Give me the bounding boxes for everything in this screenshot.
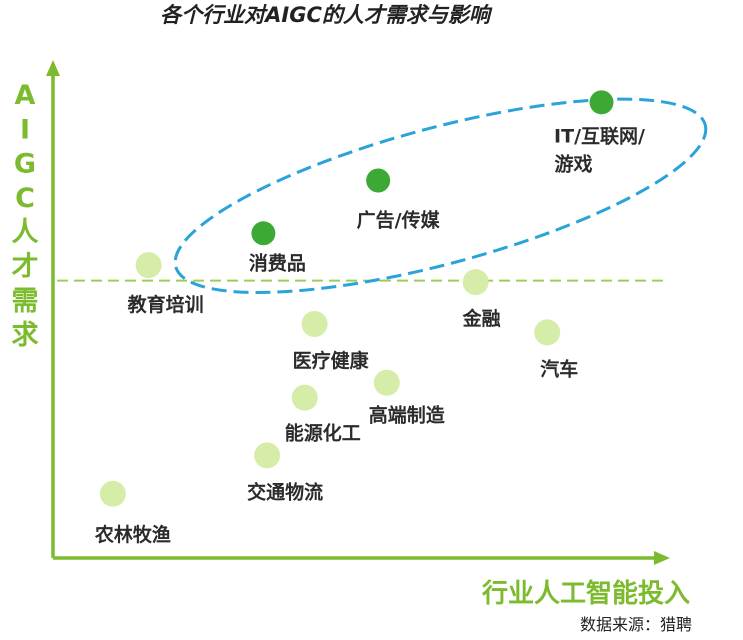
chart-title: 各个行业对AIGC的人才需求与影响 xyxy=(160,3,493,27)
point-label: 能源化工 xyxy=(285,422,361,445)
point-label: 高端制造 xyxy=(369,404,446,427)
point-label: IT/互联网/游戏 xyxy=(554,125,645,175)
y-axis-label-char: 人 xyxy=(12,217,39,248)
data-point xyxy=(301,310,328,337)
data-point xyxy=(99,480,126,507)
data-point xyxy=(135,252,162,279)
data-point xyxy=(291,384,318,411)
data-point xyxy=(589,90,614,115)
point-label: 交通物流 xyxy=(247,480,323,503)
point-label: 消费品 xyxy=(249,251,306,274)
data-point xyxy=(254,442,281,469)
y-axis-label-char: I xyxy=(20,114,30,145)
y-axis-label-char: 求 xyxy=(12,320,39,351)
point-label: 农林牧渔 xyxy=(94,523,171,546)
point-label: 医疗健康 xyxy=(293,349,370,372)
x-axis-arrow xyxy=(654,551,670,565)
source-note: 数据来源：猎聘 xyxy=(580,615,692,634)
point-label: 教育培训 xyxy=(128,293,204,316)
data-point xyxy=(373,369,400,396)
y-axis-label-char: C xyxy=(15,183,35,214)
point-label: 广告/传媒 xyxy=(357,209,441,232)
y-axis-arrow xyxy=(46,60,60,76)
y-axis-label-char: G xyxy=(14,149,36,180)
data-point xyxy=(462,269,489,296)
highlight-ellipse xyxy=(173,97,708,294)
y-axis-label-char: A xyxy=(15,80,36,111)
data-point xyxy=(366,168,391,193)
data-point xyxy=(534,319,561,346)
point-label: 金融 xyxy=(462,307,501,330)
y-axis-label-char: 才 xyxy=(12,252,39,283)
x-axis-label: 行业人工智能投入 xyxy=(481,578,690,609)
point-label: 汽车 xyxy=(540,357,578,380)
y-axis-label-char: 需 xyxy=(12,286,39,317)
data-point xyxy=(251,221,276,246)
